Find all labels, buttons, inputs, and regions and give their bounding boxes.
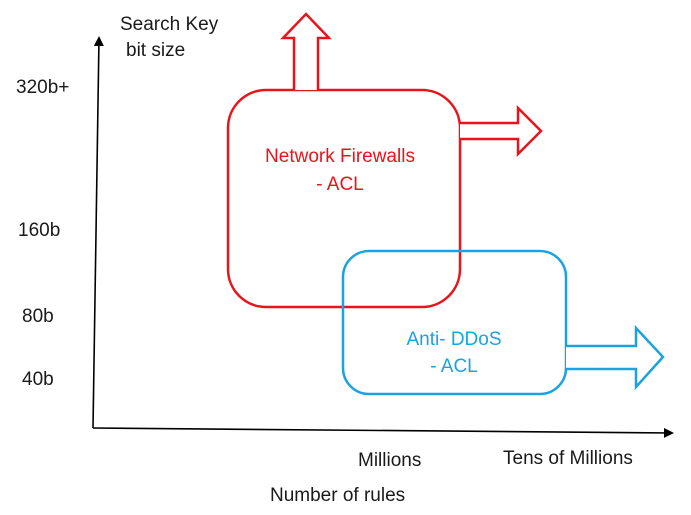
y-tick-80b: 80b [22,306,54,327]
firewall-up-arrow [280,12,332,90]
anti-ddos-sublabel: - ACL [430,356,478,377]
x-axis-title: Number of rules [270,485,405,506]
y-tick-320b: 320b+ [16,77,69,98]
anti-ddos-label: Anti- DDoS [406,329,501,350]
network-firewalls-sublabel: - ACL [316,174,364,195]
x-tick-millions: Millions [358,450,421,471]
anti-ddos-right-arrow [566,324,665,391]
x-tick-tens-of-millions: Tens of Millions [503,448,633,469]
y-tick-40b: 40b [22,369,54,390]
y-axis-title-line2: bit size [126,40,185,61]
x-axis-line [92,427,674,438]
y-tick-160b: 160b [18,220,60,241]
firewall-right-arrow [460,104,543,158]
y-axis-line [92,36,104,429]
y-axis-title-line1: Search Key [120,14,219,35]
anti-ddos-region [341,249,568,396]
network-firewalls-label: Network Firewalls [265,146,415,167]
